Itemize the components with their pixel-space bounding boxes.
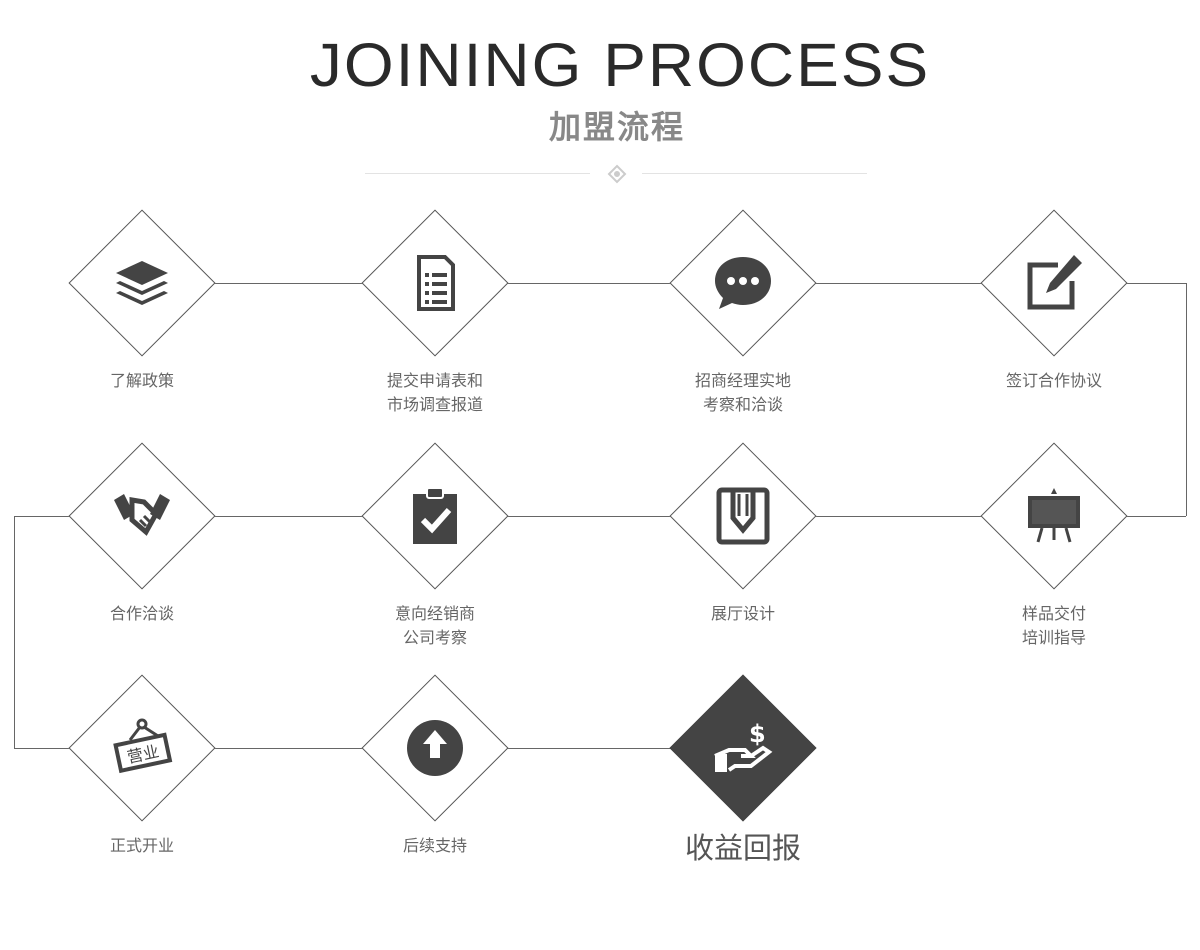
step-label: 正式开业 xyxy=(42,834,242,858)
step-label-line2: 公司考察 xyxy=(402,628,467,647)
design-pencil-icon xyxy=(716,487,770,545)
step-label: 后续支持 xyxy=(335,834,535,858)
step-label-line2: 考察和洽谈 xyxy=(702,395,783,414)
step-label-line1: 意向经销商 xyxy=(394,604,475,623)
step-label-line1: 提交申请表和 xyxy=(386,371,483,390)
step-label-line1: 了解政策 xyxy=(109,371,174,390)
page-title: JOINING PROCESS xyxy=(309,30,931,100)
connector-row1 xyxy=(142,283,1186,284)
step-label: 意向经销商公司考察 xyxy=(335,602,535,650)
step-label: 样品交付培训指导 xyxy=(954,602,1154,650)
hand-money-icon: $ xyxy=(714,720,773,772)
step-label-line1: 后续支持 xyxy=(402,836,467,855)
step-label-line2: 市场调查报道 xyxy=(386,395,483,414)
divider-right xyxy=(642,173,867,174)
step-label-line1: 收益回报 xyxy=(684,831,801,865)
layers-icon xyxy=(116,261,168,305)
step-label-line1: 合作洽谈 xyxy=(109,604,174,623)
chat-bubble-icon xyxy=(715,257,771,309)
handshake-icon xyxy=(114,494,170,536)
step-label-line1: 正式开业 xyxy=(109,836,174,855)
connector-right xyxy=(1186,283,1187,516)
ornament-icon xyxy=(607,164,627,184)
easel-board-icon xyxy=(1028,488,1080,543)
step-label: 招商经理实地考察和洽谈 xyxy=(643,369,843,417)
step-label-line1: 样品交付 xyxy=(1021,604,1086,623)
divider-left xyxy=(365,173,590,174)
step-label-line1: 招商经理实地 xyxy=(694,371,791,390)
edit-pen-icon xyxy=(1027,255,1082,310)
connector-left xyxy=(14,516,15,749)
connector-row2 xyxy=(14,516,1186,517)
step-label: 提交申请表和市场调查报道 xyxy=(335,369,535,417)
clipboard-check-icon xyxy=(413,487,457,544)
page-subtitle: 加盟流程 xyxy=(548,108,685,146)
step-label: 合作洽谈 xyxy=(42,602,242,626)
step-label: 了解政策 xyxy=(42,369,242,393)
step-label-line1: 签订合作协议 xyxy=(1005,371,1102,390)
document-list-icon xyxy=(417,255,455,311)
step-label: 签订合作协议 xyxy=(954,369,1154,393)
step-label-line2: 培训指导 xyxy=(1021,628,1086,647)
step-label: 展厅设计 xyxy=(643,602,843,626)
svg-text:$: $ xyxy=(749,720,766,748)
upload-arrow-icon xyxy=(407,720,463,776)
step-label: 收益回报 xyxy=(643,831,843,865)
step-label-line1: 展厅设计 xyxy=(710,604,775,623)
open-sign-icon: 营业 xyxy=(113,718,173,774)
